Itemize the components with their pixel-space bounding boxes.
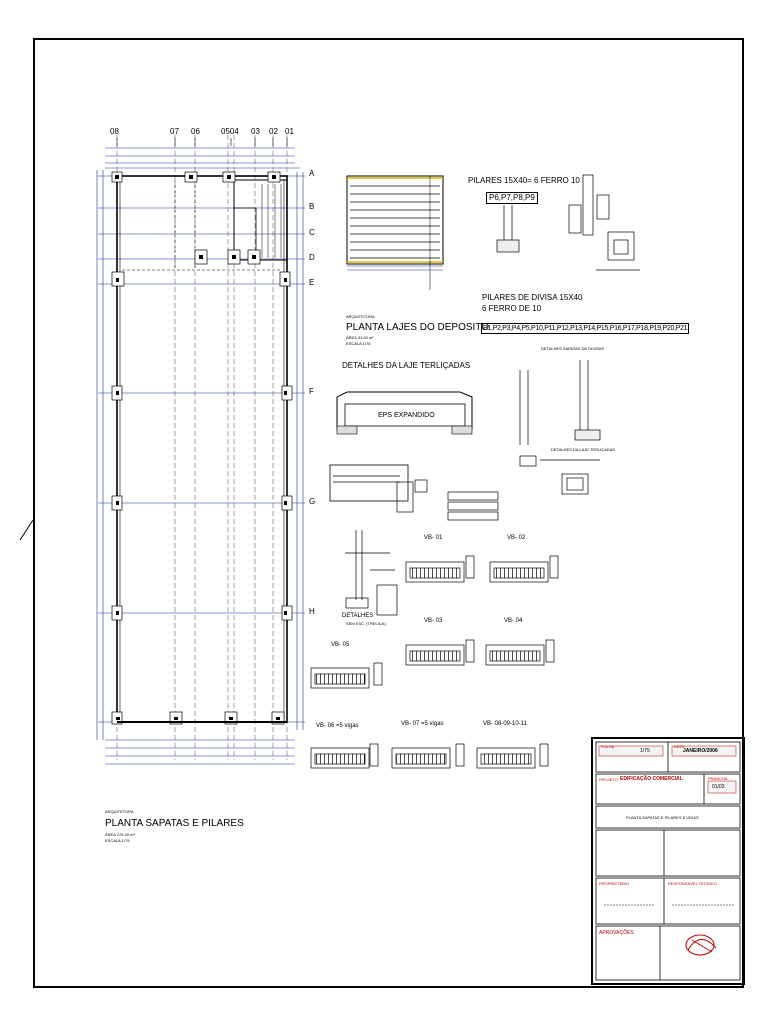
slab-details-title: DETALHES DA LAJE TERLIÇADAS — [342, 361, 471, 370]
foundation-title: PLANTA SAPATAS E PILARES — [105, 818, 244, 829]
axis-label-g: G — [309, 497, 316, 506]
tb-content: PLANTA SAPATAS E PILARES E VIGAS — [626, 815, 699, 820]
axis-label-d: D — [309, 253, 315, 262]
tb-date-label: DATA — [674, 744, 685, 749]
tb-author-label: RESPONSÁVEL TÉCNICO — [668, 881, 717, 886]
fold-mark — [19, 519, 34, 541]
axis-label-06: 06 — [191, 127, 200, 136]
axis-label-f: F — [309, 387, 314, 396]
right-dimension-lines — [296, 172, 304, 730]
tb-plate: 01/03 — [712, 784, 725, 790]
tb-sheet-label: FOLHA — [601, 744, 615, 749]
beam-label-vb08: VB- 08-09-10-11 — [483, 721, 527, 727]
eps-label: EPS EXPANDIDO — [378, 412, 435, 419]
bottom-dimension-lines — [105, 739, 295, 765]
pillars-box-2: P1,P2,P3,P4,P5,P10,P11,P12,P13,P14,P15,P… — [481, 323, 690, 334]
tb-project: EDIFICAÇÃO COMERCIAL — [620, 776, 683, 782]
pillar-section-details — [496, 174, 640, 495]
foundation-category: ARQUITETURA — [105, 809, 134, 814]
beam-label-vb07: VB- 07 =5 vigas — [401, 721, 444, 727]
beam-label-vb05: VB- 05 — [331, 642, 350, 648]
beam-drawings — [310, 555, 559, 769]
pillars-title-2-line-1: PILARES DE DIVISA 15X40 — [482, 293, 583, 302]
top-dimension-lines — [105, 147, 300, 169]
axis-label-a: A — [309, 169, 315, 178]
pillars — [115, 175, 287, 720]
beam-label-vb03: VB- 03 — [424, 618, 443, 624]
foundation-scale: ESCALA 1/75 — [105, 838, 130, 843]
axis-label-h: H — [309, 607, 315, 616]
detail-laje-label: DETALHES DA LAJE TERLIÇADAS — [551, 447, 616, 452]
mid-details — [329, 464, 499, 616]
axis-label-01: 01 — [285, 127, 294, 136]
pillars-box-1: P6,P7,P8,P9 — [486, 192, 538, 204]
foundation-area: ÁREA 275,00 m² — [105, 832, 135, 837]
tb-date: JANEIRO/2006 — [683, 748, 718, 754]
company-logo — [685, 934, 717, 956]
slab-category: ARQUITETURA — [346, 314, 375, 319]
pillars-title-2-line-2: 6 FERRO DE 10 — [482, 304, 542, 313]
eps-detail — [336, 391, 473, 435]
footings — [111, 171, 293, 725]
tb-plate-label: PRANCHA — [708, 776, 728, 781]
slab-title: PLANTA LAJES DO DEPOSITO — [346, 322, 490, 333]
left-dimension-lines — [96, 170, 104, 740]
axis-label-b: B — [309, 202, 315, 211]
tb-owner-label: PROPRIETÁRIO — [599, 881, 630, 886]
slab-area: ÁREA 31,60 m² — [346, 335, 374, 340]
slab-joists — [350, 185, 440, 259]
axis-label-08: 08 — [110, 127, 119, 136]
slab-plan — [346, 175, 444, 290]
tb-approvals: APROVAÇÕES — [599, 930, 634, 936]
beam-label-vb02: VB- 02 — [507, 535, 526, 541]
slab-scale: ESCALA 1/75 — [346, 341, 371, 346]
pillars-title-1: PILARES 15X40= 6 FERRO 10 — [468, 176, 580, 185]
beam-label-vb04: VB- 04 — [504, 618, 523, 624]
axis-label-07: 07 — [170, 127, 179, 136]
axis-label-03: 03 — [251, 127, 260, 136]
tb-sheet-scale: 1/75 — [640, 748, 650, 754]
vertical-grid — [116, 135, 288, 760]
title-block-frame — [591, 737, 745, 985]
details-sublabel: SEM ESC. (TRELIÇA) — [346, 621, 386, 626]
foundation-plan — [96, 135, 305, 765]
axis-label-02: 02 — [269, 127, 278, 136]
beam-label-vb06: VB- 06 =5 vigas — [316, 723, 359, 729]
axis-label-e: E — [309, 278, 315, 287]
drawing-sheet — [33, 38, 744, 988]
details-label: DETALHES — [342, 613, 374, 619]
axis-label-0504: 0504 — [221, 127, 239, 136]
beam-label-vb01: VB- 01 — [424, 535, 443, 541]
detail-divisas-label: DETALHES SAPATAS DE DIVISAS — [541, 346, 605, 351]
depot-area — [233, 179, 288, 261]
axis-label-c: C — [309, 228, 315, 237]
tb-project-label: PROJETO — [599, 777, 618, 782]
